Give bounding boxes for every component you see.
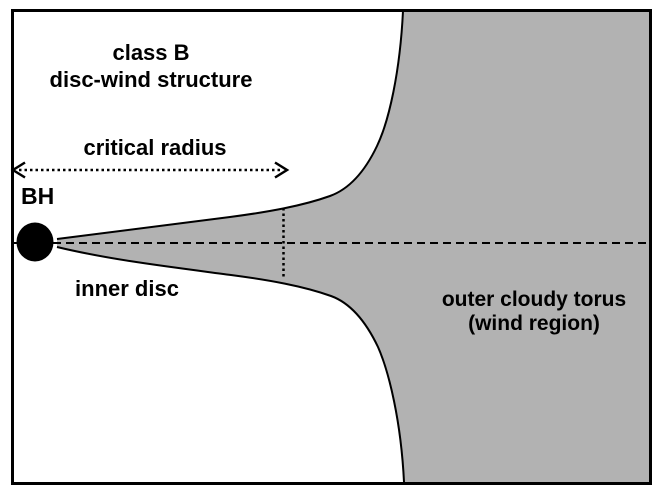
diagram-title-line1: class B xyxy=(112,40,190,65)
critical-radius-arrow xyxy=(10,161,290,179)
black-hole-dot xyxy=(16,222,54,262)
outer-torus-label-line2: (wind region) xyxy=(468,312,600,335)
outer-torus-label: outer cloudy torus (wind region) xyxy=(424,288,644,336)
black-hole-label: BH xyxy=(21,183,55,209)
outer-torus-label-line1: outer cloudy torus xyxy=(441,288,627,311)
diagram-title: class B disc-wind structure xyxy=(36,39,266,93)
diagram-border xyxy=(11,9,652,485)
torus-region xyxy=(57,11,649,482)
arrowhead-right-icon xyxy=(274,161,290,179)
diagram-title-line2: disc-wind structure xyxy=(49,67,253,92)
critical-radius-label: critical radius xyxy=(83,135,227,160)
upper-disc-surface-curve xyxy=(56,10,404,240)
lower-disc-surface-curve xyxy=(56,246,405,483)
inner-disc-label: inner disc xyxy=(75,276,179,301)
